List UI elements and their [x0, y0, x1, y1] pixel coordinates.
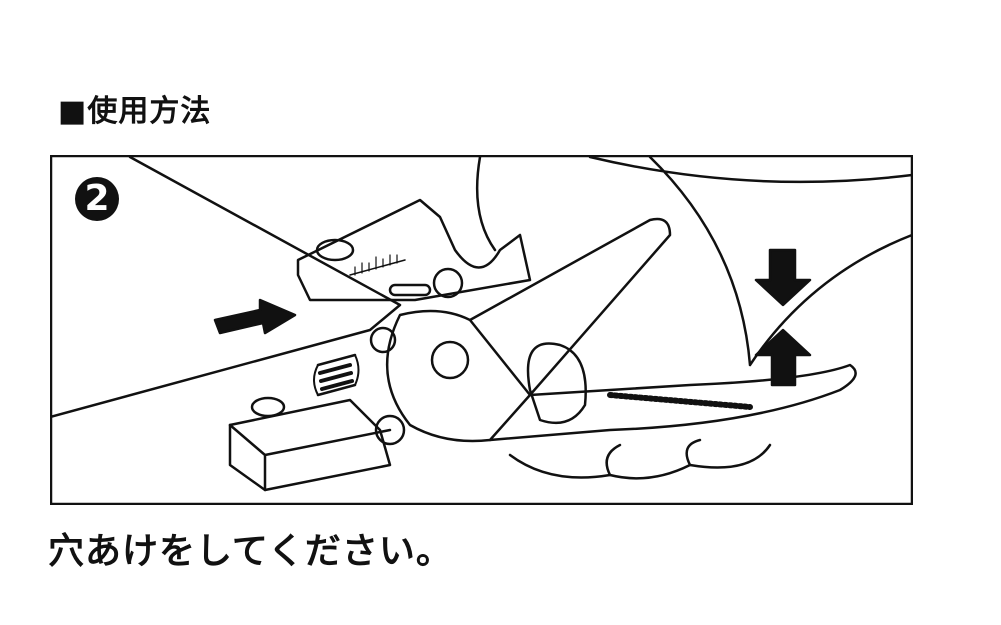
punch-head	[296, 198, 532, 302]
insert-direction-arrow-icon	[213, 298, 297, 335]
release-up-arrow-icon	[754, 328, 812, 387]
thumb	[526, 342, 587, 425]
illustration-frame	[50, 155, 913, 505]
punch-base	[228, 398, 392, 492]
press-down-arrow-icon	[754, 248, 812, 307]
instruction-caption: 穴あけをしてください。	[48, 531, 453, 572]
hand-outline	[475, 155, 913, 367]
step-number-badge: 2	[75, 177, 119, 221]
paper-sheet	[50, 155, 402, 419]
illustration-hole-punch	[50, 155, 913, 505]
pliers-jaw	[385, 309, 532, 443]
upper-handle	[468, 217, 672, 397]
section-heading: ■使用方法	[58, 94, 212, 129]
